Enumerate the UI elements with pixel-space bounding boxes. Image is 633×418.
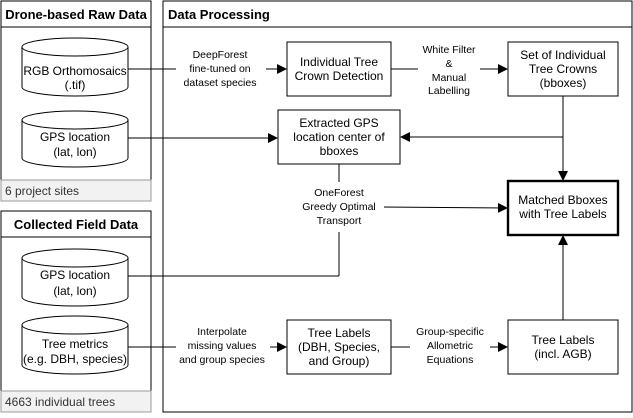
panel-title-drone: Drone-based Raw Data — [5, 7, 147, 22]
node-label-line: Tree Labels — [308, 326, 371, 340]
edge-label-line: and group species — [179, 354, 265, 366]
edge-label-line: fine-tuned on — [189, 63, 250, 75]
edge-label-line: Labelling — [428, 85, 470, 97]
edge-label-line: Transport — [317, 215, 362, 227]
node-label-line: Individual Tree — [300, 55, 378, 69]
box-tree-labels-group: Tree Labels (DBH, Species, and Group) — [286, 319, 392, 375]
cylinder-gps-location-field: GPS location (lat, lon) — [21, 248, 129, 307]
node-label-line: Extracted GPS — [299, 116, 378, 130]
edge-label-white-filter: White Filter & Manual Labelling — [418, 41, 480, 97]
edge-label-line: DeepForest — [193, 49, 248, 61]
cylinder-tree-metrics: Tree metrics (e.g. DBH, species) — [21, 315, 129, 375]
cylinder-gps-location-drone: GPS location (lat, lon) — [21, 110, 129, 168]
panel-data-processing: Data Processing — [162, 0, 633, 413]
edge-label-line: missing values — [188, 340, 257, 352]
node-label-line: location center of — [293, 130, 385, 144]
node-label-line: (e.g. DBH, species) — [23, 352, 127, 366]
node-label-line: Tree Labels — [532, 333, 595, 347]
node-label-line: Set of Individual — [520, 48, 605, 62]
edge-label-allometric: Group-specific Allometric Equations — [410, 322, 490, 366]
panel-title-processing: Data Processing — [168, 7, 270, 22]
edge-label-line: Group-specific — [416, 326, 484, 338]
node-label-line: GPS location — [40, 130, 110, 144]
node-label-line: and Group) — [309, 354, 370, 368]
edge-label-line: White Filter — [422, 44, 476, 56]
edge-label-line: Equations — [427, 354, 474, 366]
edge-label-interpolate: Interpolate missing values and group spe… — [176, 322, 270, 366]
arrow-oneforest-to-matched — [380, 202, 508, 213]
edge-label-line: Allometric — [427, 340, 473, 352]
node-label-line: GPS location — [40, 268, 110, 282]
node-label-line: bboxes — [320, 144, 359, 158]
box-crown-set: Set of Individual Tree Crowns (bboxes) — [507, 41, 619, 97]
edge-label-line: Interpolate — [197, 326, 247, 338]
box-crown-detection: Individual Tree Crown Detection — [286, 41, 392, 97]
node-label-line: Crown Detection — [295, 69, 384, 83]
node-label-line: Tree metrics — [42, 337, 108, 351]
panel-footer-field-text: 4663 individual trees — [5, 395, 115, 409]
node-label-line: RGB Orthomosaics — [23, 64, 126, 78]
box-tree-labels-agb: Tree Labels (incl. AGB) — [507, 319, 619, 375]
panel-drone-raw-data: Drone-based Raw Data 6 project sites — [0, 0, 152, 202]
node-label-line: (.tif) — [65, 78, 86, 92]
edge-label-oneforest: OneForest Greedy Optimal Transport — [296, 183, 384, 229]
edge-label-deepforest: DeepForest fine-tuned on dataset species — [176, 45, 266, 89]
cylinder-rgb-orthomosaics: RGB Orthomosaics (.tif) — [21, 37, 129, 97]
panel-footer-field — [0, 390, 152, 413]
node-label-line: Matched Bboxes — [518, 193, 607, 207]
edge-label-line: OneForest — [314, 187, 364, 199]
node-label-line: with Tree Labels — [518, 207, 606, 221]
panel-footer-drone-text: 6 project sites — [5, 184, 79, 198]
edge-label-line: Greedy Optimal — [302, 201, 376, 213]
node-label-line: Tree Crowns — [529, 62, 597, 76]
edge-label-line: dataset species — [184, 77, 257, 89]
node-label-line: (lat, lon) — [53, 145, 96, 159]
node-label-line: (DBH, Species, — [298, 340, 380, 354]
box-matched-bboxes: Matched Bboxes with Tree Labels — [506, 179, 620, 237]
node-label-line: (bboxes) — [540, 76, 587, 90]
edge-label-line: & — [445, 58, 452, 70]
panel-footer-drone — [0, 179, 152, 202]
panel-collected-field-data: Collected Field Data 4663 individual tre… — [0, 210, 152, 413]
edge-label-line: Manual — [432, 72, 466, 84]
node-label-line: (lat, lon) — [53, 284, 96, 298]
panel-title-field: Collected Field Data — [14, 217, 139, 232]
box-extracted-gps: Extracted GPS location center of bboxes — [277, 109, 401, 165]
node-label-line: (incl. AGB) — [534, 347, 591, 361]
